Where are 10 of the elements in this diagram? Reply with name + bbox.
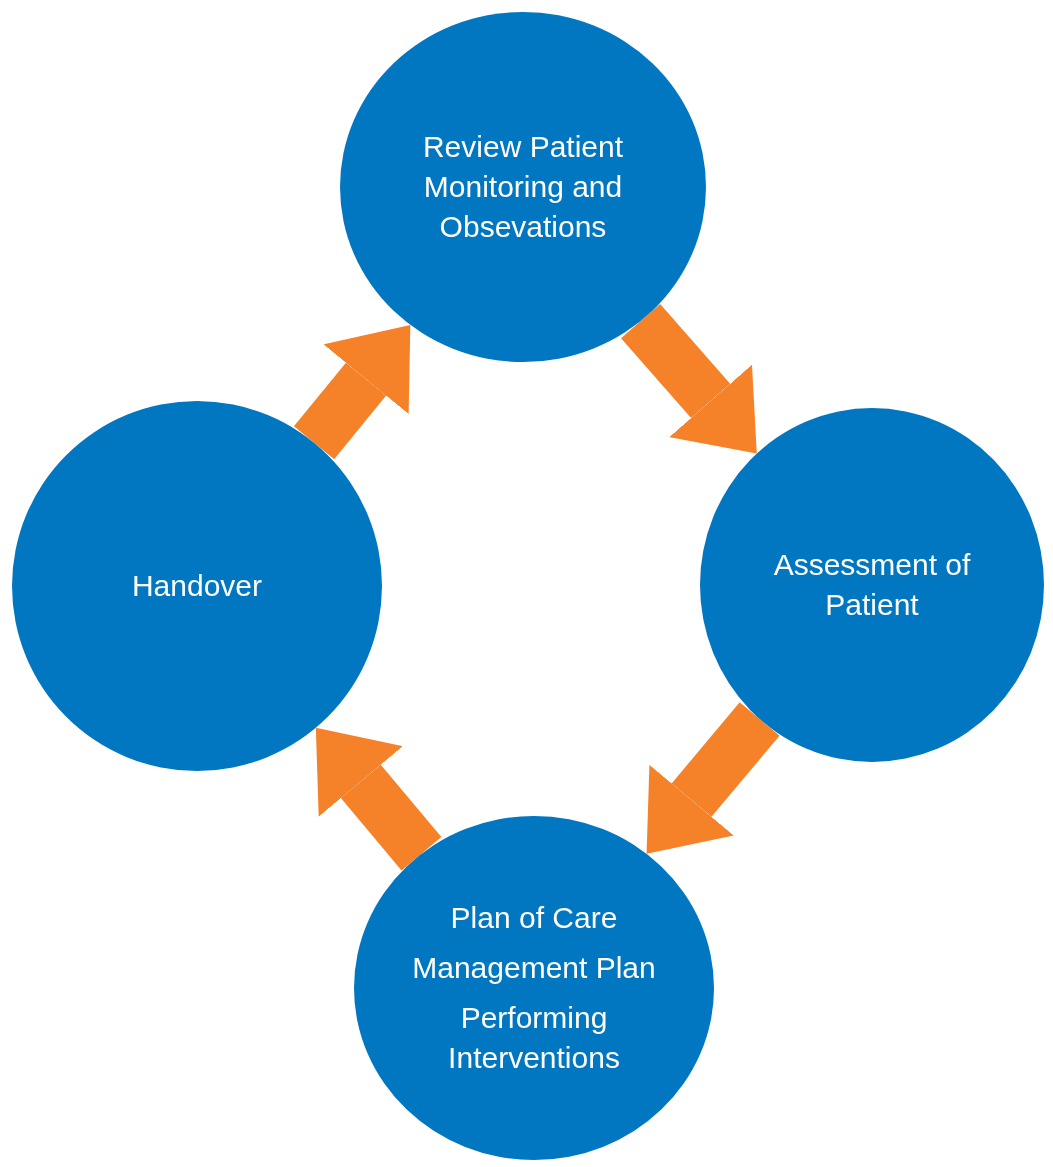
- node-label: Management Plan: [412, 950, 656, 986]
- node-label: Performing Interventions: [447, 1000, 621, 1076]
- block-arrow: [621, 304, 757, 454]
- node-label: Handover: [131, 568, 263, 604]
- node-label: Assessment of Patient: [772, 547, 972, 623]
- block-arrow: [293, 324, 411, 460]
- node-label: Review Patient Monitoring and Obsevations: [421, 129, 625, 245]
- node-label: Plan of Care: [450, 900, 618, 936]
- block-arrow: [315, 727, 442, 871]
- block-arrow: [646, 702, 780, 854]
